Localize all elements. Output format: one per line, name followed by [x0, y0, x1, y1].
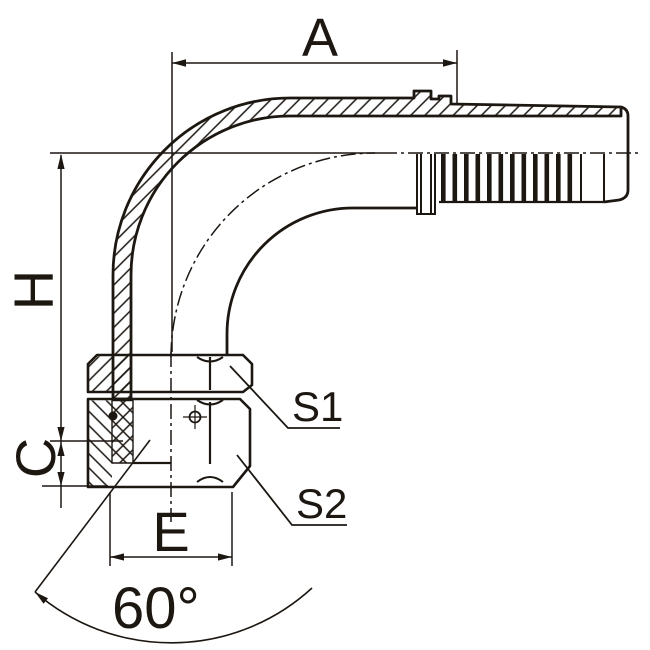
hex-s1-chamfer-arc [196, 356, 224, 363]
barb-collar [416, 154, 436, 215]
thread-zone-hatch-b [111, 399, 134, 464]
wrench-label-s2: S2 [296, 480, 347, 527]
dimension-a [171, 50, 458, 352]
dimension-h [57, 154, 65, 441]
hex-s1-outline [86, 353, 254, 394]
swivel-nut [86, 353, 254, 489]
dim-h-arrow-top [57, 154, 65, 169]
datum-target-icon [183, 405, 207, 429]
barb-end-cap [603, 105, 630, 204]
cone-flank-line [34, 439, 151, 593]
leader-s2 [236, 454, 347, 526]
dim-e-arrow-right [218, 553, 232, 561]
cone-angle-label: 60° [112, 576, 200, 641]
dim-c-arrow-bottom [57, 472, 65, 486]
wrench-label-s1: S1 [292, 383, 343, 430]
hex-s2-chamfer-bottom [196, 476, 224, 483]
dim-label-e: E [152, 500, 189, 563]
cone-angle-arrow [35, 592, 48, 604]
dim-e-arrow-left [110, 553, 124, 561]
cone-angle-annotation [34, 439, 313, 644]
dim-c-arrow-top [57, 442, 65, 456]
elbow-inner-curve [225, 206, 417, 355]
centerlines [50, 152, 642, 522]
hose-barb [416, 105, 630, 215]
nut-wall-hatch [89, 400, 112, 486]
elbow-wall-band [111, 89, 623, 401]
dimension-c [42, 440, 123, 508]
hex-s1-hatch [89, 356, 132, 391]
hex-s2-chamfer-top [196, 399, 224, 406]
barb-ribs [441, 154, 573, 202]
dim-label-c: C [4, 438, 67, 478]
dim-a-arrow-right [443, 59, 457, 67]
dim-a-arrow-left [172, 59, 186, 67]
cone-angle-arc [34, 587, 313, 644]
leader-s1 [229, 365, 340, 429]
elbow-body-section [111, 89, 623, 401]
dim-label-a: A [302, 8, 338, 68]
o-ring-dot [108, 411, 118, 421]
dim-label-h: H [2, 270, 65, 310]
dimension-e [109, 492, 233, 566]
hex-s2-outline [86, 397, 252, 489]
bore-centerline-arc [170, 152, 376, 358]
dim-h-arrow-bottom [57, 427, 65, 441]
